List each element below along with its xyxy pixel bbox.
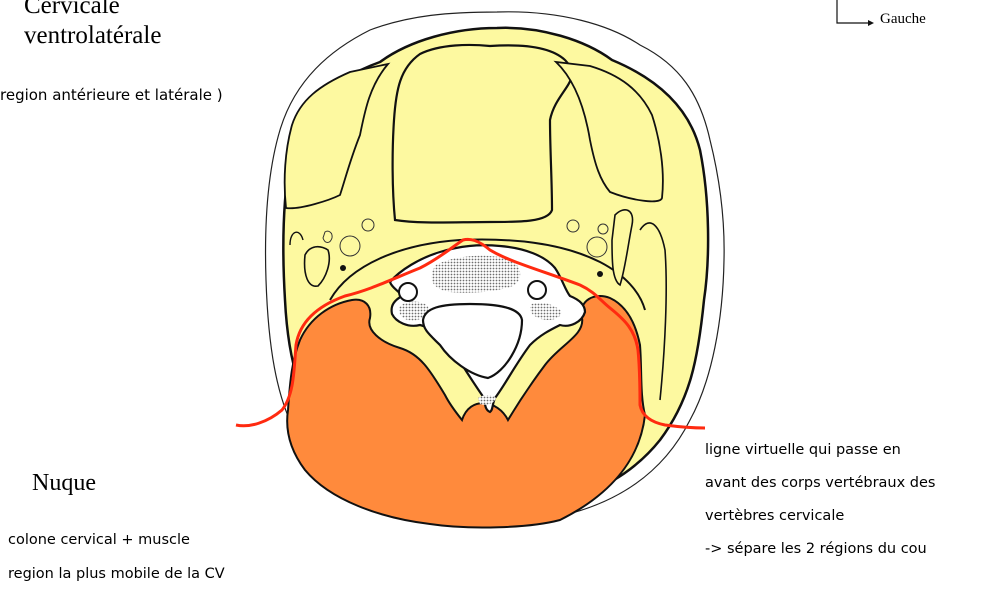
annotation-line4: -> sépare les 2 régions du cou: [705, 540, 927, 557]
neck-cross-section-diagram: [235, 0, 874, 529]
cervical-vertebra: [388, 244, 587, 414]
annotation-line2: avant des corps vertébraux des: [705, 474, 936, 491]
orientation-label-gauche: Gauche: [880, 11, 926, 27]
dividing-line: [235, 237, 706, 430]
cervicale-subtitle: region antérieure et latérale ): [0, 86, 223, 104]
arrow-right-angle-icon: [836, 0, 874, 26]
annotation-line3: vertèbres cervicale: [705, 507, 845, 524]
larynx-structure: [391, 43, 573, 224]
posterior-region-nuque: [286, 295, 647, 529]
right-vessels: [566, 209, 667, 401]
cervicale-title-line1: Cervicale: [24, 0, 120, 19]
left-muscle: [283, 62, 391, 210]
right-muscle: [553, 60, 664, 203]
dividing-line-annotation: ligne virtuelle qui passe en avant des c…: [705, 425, 935, 574]
nuque-title: Nuque: [32, 470, 96, 496]
annotation-line1: ligne virtuelle qui passe en: [705, 441, 901, 458]
cervicale-title-line2: ventrolatérale: [24, 22, 162, 49]
cervicale-title: Cervicale ventrolatérale: [24, 0, 161, 51]
left-vessels: [289, 218, 375, 287]
nuque-desc-line1: colone cervical + muscle: [8, 532, 190, 548]
nuque-desc-line2: region la plus mobile de la CV: [8, 566, 225, 582]
